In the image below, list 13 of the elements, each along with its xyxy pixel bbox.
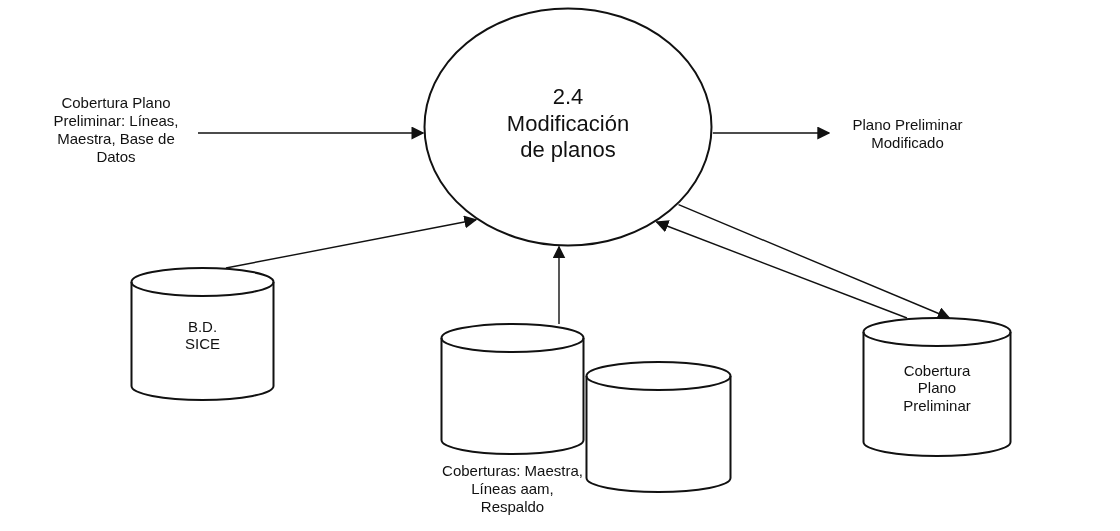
arrow xyxy=(197,126,425,140)
database-label: Cobertura Plano Preliminar xyxy=(902,362,972,414)
data-flow-label: Cobertura Plano Preliminar: Líneas, Maestra, Base de Datos xyxy=(40,94,192,174)
process-number: 2.4 xyxy=(551,84,585,111)
database-caption: Coberturas: Maestra, Líneas aam, Respaldo xyxy=(441,462,584,516)
data-flow-label: Plano Preliminar Modificado xyxy=(835,116,980,156)
arrow xyxy=(712,126,831,140)
arrow xyxy=(655,220,908,319)
arrow xyxy=(225,215,478,269)
arrow xyxy=(552,245,566,325)
arrow xyxy=(677,203,951,320)
process-name: Modificación de planos xyxy=(505,111,631,164)
database-label: B.D. SICE xyxy=(184,318,221,353)
